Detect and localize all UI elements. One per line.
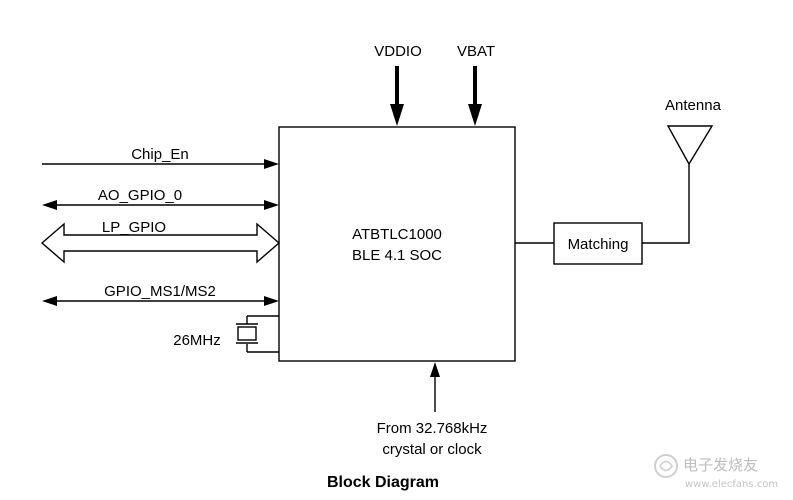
lp-gpio-bus-arrow [40,222,281,264]
clock-source-label: From 32.768kHz [377,420,488,437]
crystal-symbol [236,315,279,353]
lp-gpio-label: LP_GPIO [102,219,166,236]
watermark-url: www.elecfans.com [685,479,778,490]
crystal-label: 26MHz [173,332,221,349]
soc-block [278,126,516,362]
diagram-title: Block Diagram [327,474,439,491]
watermark-text: 电子发烧友 [683,456,758,474]
gpio-ms-arrow [42,296,279,306]
gpio-ms-label: GPIO_MS1/MS2 [104,283,216,300]
vbat-label: VBAT [457,43,495,60]
watermark: 电子发烧友 www.elecfans.com [654,454,778,490]
clock-input-arrow [430,362,440,412]
matching-label: Matching [568,236,629,253]
vbat-arrow [468,66,482,126]
chip-en-arrow [42,159,279,169]
vddio-arrow [390,66,404,126]
matching-to-antenna-line [642,164,690,244]
vddio-label: VDDIO [374,43,422,60]
soc-type-label: BLE 4.1 SOC [352,247,442,264]
antenna-label: Antenna [665,97,722,114]
clock-type-label: crystal or clock [382,441,482,458]
antenna-icon [666,125,714,166]
ao-gpio-arrow [42,200,279,210]
soc-name-label: ATBTLC1000 [352,226,442,243]
chip-en-label: Chip_En [131,146,189,163]
ao-gpio-label: AO_GPIO_0 [98,187,182,204]
watermark-logo-icon [654,454,678,478]
